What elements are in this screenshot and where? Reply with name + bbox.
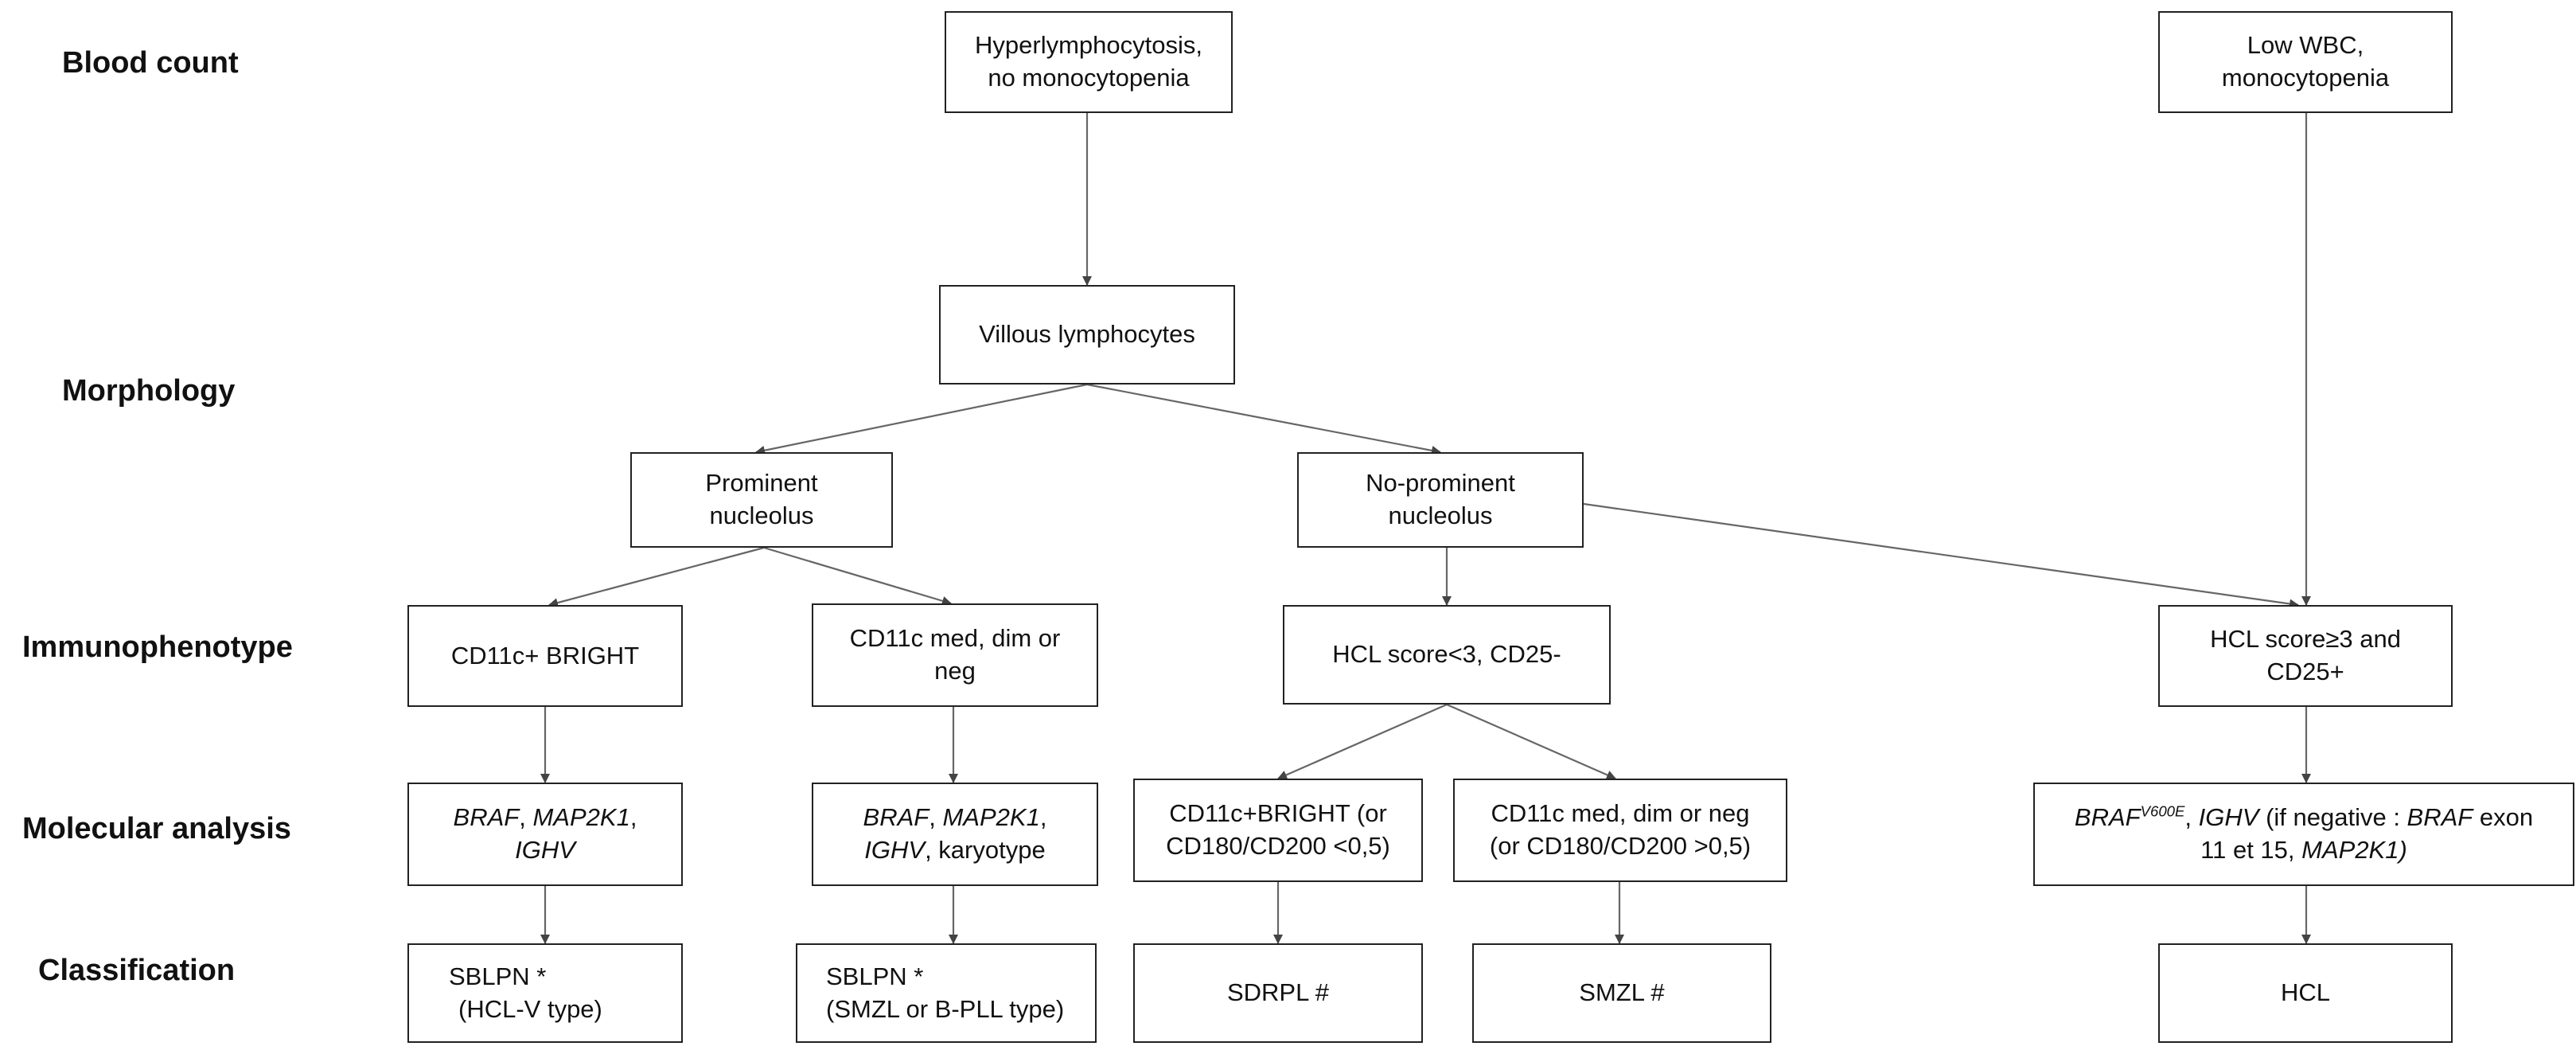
- node-sdrpl-line1: SDRPL #: [1226, 978, 1330, 1007]
- arrow-noprominent-to-hclge3: [1583, 502, 2299, 609]
- node-cd11c-med-line1: CD11c med, dim or: [849, 624, 1061, 653]
- comma: ,: [629, 803, 637, 832]
- gene-braf: BRAF: [2074, 803, 2141, 832]
- node-low-wbc: Low WBC, monocytopenia: [2158, 11, 2453, 113]
- node-hyperlymphocytosis-line1: Hyperlymphocytosis,: [975, 31, 1202, 60]
- row-label-morphology: Morphology: [62, 374, 236, 408]
- node-cd11c-bright-ratio-line2: CD180/CD200 <0,5): [1166, 832, 1390, 860]
- node-hcl-line1: HCL: [2280, 978, 2330, 1007]
- arrow-prominent-to-bright: [548, 546, 765, 607]
- node-hyperlymphocytosis-line2: no monocytopenia: [988, 64, 1190, 92]
- node-sblpn-hclv-line2: (HCL-V type): [458, 994, 602, 1023]
- arrow-villous-to-noprominent: [1086, 383, 1441, 455]
- node-cd11c-med-ratio-line2: (or CD180/CD200 >0,5): [1489, 832, 1752, 860]
- row-label-blood-count: Blood count: [62, 46, 239, 80]
- node-sdrpl: SDRPL #: [1133, 943, 1423, 1043]
- if-negative-text: (if negative :: [2258, 803, 2407, 832]
- node-low-wbc-line2: monocytopenia: [2221, 64, 2390, 92]
- comma: ,: [1039, 803, 1047, 832]
- arrow-villous-to-prominent: [755, 383, 1088, 455]
- node-molecular-right-line2: 11 et 15, MAP2K1): [2200, 834, 2407, 867]
- gene-ighv: IGHV: [515, 836, 575, 864]
- gene-braf: BRAF: [863, 803, 929, 832]
- node-sblpn-smzl-line1: SBLPN *: [826, 962, 924, 990]
- node-villous-lymphocytes-line1: Villous lymphocytes: [979, 320, 1195, 349]
- node-cd11c-bright-ratio: CD11c+BRIGHT (or CD180/CD200 <0,5): [1133, 779, 1423, 882]
- node-smzl-line1: SMZL #: [1579, 978, 1665, 1007]
- node-hcl-score-ge3: HCL score≥3 and CD25+: [2158, 605, 2453, 707]
- node-no-prominent-nucleolus: No-prominent nucleolus: [1297, 452, 1584, 548]
- node-no-prominent-line2: nucleolus: [1388, 502, 1493, 529]
- gene-map2k1: MAP2K1: [942, 803, 1040, 832]
- karyotype-text: , karyotype: [925, 836, 1046, 864]
- row-label-molecular-analysis: Molecular analysis: [22, 812, 291, 845]
- row-label-classification: Classification: [38, 954, 236, 987]
- gene-map2k1: MAP2K1): [2301, 836, 2407, 864]
- node-cd11c-bright: CD11c+ BRIGHT: [407, 605, 683, 707]
- node-low-wbc-line1: Low WBC,: [2247, 31, 2364, 60]
- sep: ,: [2184, 803, 2199, 832]
- node-molecular-right: BRAFV600E, IGHV (if negative : BRAF exon…: [2033, 783, 2574, 886]
- node-cd11c-med-line2: neg: [934, 657, 976, 685]
- sep: ,: [519, 803, 533, 832]
- node-molecular-left-line2: IGHV: [515, 834, 575, 867]
- arrow-hcllt3-to-brightratio: [1277, 703, 1448, 780]
- node-villous-lymphocytes: Villous lymphocytes: [939, 285, 1235, 385]
- node-no-prominent-line1: No-prominent: [1366, 469, 1515, 498]
- sep: ,: [929, 803, 943, 832]
- node-molecular-mid-line2: IGHV, karyotype: [864, 834, 1045, 867]
- node-molecular-mid: BRAF, MAP2K1, IGHV, karyotype: [812, 783, 1098, 886]
- node-prominent-nucleolus: Prominent nucleolus: [630, 452, 893, 548]
- node-hcl-score-lt3-line1: HCL score<3, CD25-: [1332, 640, 1561, 669]
- node-smzl: SMZL #: [1472, 943, 1771, 1043]
- node-molecular-right-line1: BRAFV600E, IGHV (if negative : BRAF exon: [2075, 802, 2533, 834]
- node-hcl-score-lt3: HCL score<3, CD25-: [1283, 605, 1611, 705]
- node-sblpn-hclv-line1: SBLPN *: [449, 962, 547, 990]
- node-hcl-score-ge3-line1: HCL score≥3 and: [2210, 625, 2401, 654]
- arrow-prominent-to-med: [763, 546, 952, 606]
- mutation-v600e: V600E: [2140, 802, 2185, 820]
- node-hcl-score-ge3-line2: CD25+: [2266, 658, 2344, 685]
- exon-numbers-text: 11 et 15,: [2200, 836, 2302, 864]
- node-cd11c-med-ratio: CD11c med, dim or neg (or CD180/CD200 >0…: [1453, 779, 1787, 882]
- node-cd11c-med: CD11c med, dim or neg: [812, 603, 1098, 707]
- gene-map2k1: MAP2K1: [532, 803, 630, 832]
- row-label-immunophenotype: Immunophenotype: [22, 630, 293, 664]
- node-prominent-line2: nucleolus: [709, 502, 814, 529]
- node-molecular-mid-line1: BRAF, MAP2K1,: [863, 802, 1047, 834]
- node-prominent-line1: Prominent: [705, 469, 818, 498]
- gene-ighv: IGHV: [864, 836, 926, 864]
- node-cd11c-bright-ratio-line1: CD11c+BRIGHT (or: [1169, 799, 1387, 828]
- node-sblpn-smzl: SBLPN * (SMZL or B-PLL type): [796, 943, 1097, 1043]
- gene-braf-2: BRAF: [2406, 803, 2473, 832]
- exon-text: exon: [2473, 803, 2534, 832]
- arrow-hcllt3-to-medratio: [1446, 703, 1616, 780]
- node-molecular-left-line1: BRAF, MAP2K1,: [454, 802, 637, 834]
- node-hcl: HCL: [2158, 943, 2453, 1043]
- gene-braf: BRAF: [453, 803, 520, 832]
- node-molecular-left: BRAF, MAP2K1, IGHV: [407, 783, 683, 886]
- node-cd11c-med-ratio-line1: CD11c med, dim or neg: [1491, 799, 1750, 828]
- node-sblpn-smzl-line2: (SMZL or B-PLL type): [826, 994, 1065, 1023]
- node-cd11c-bright-line1: CD11c+ BRIGHT: [450, 641, 640, 669]
- node-hyperlymphocytosis: Hyperlymphocytosis, no monocytopenia: [945, 11, 1233, 113]
- node-sblpn-hclv: SBLPN * (HCL-V type): [407, 943, 683, 1043]
- gene-ighv: IGHV: [2198, 803, 2259, 832]
